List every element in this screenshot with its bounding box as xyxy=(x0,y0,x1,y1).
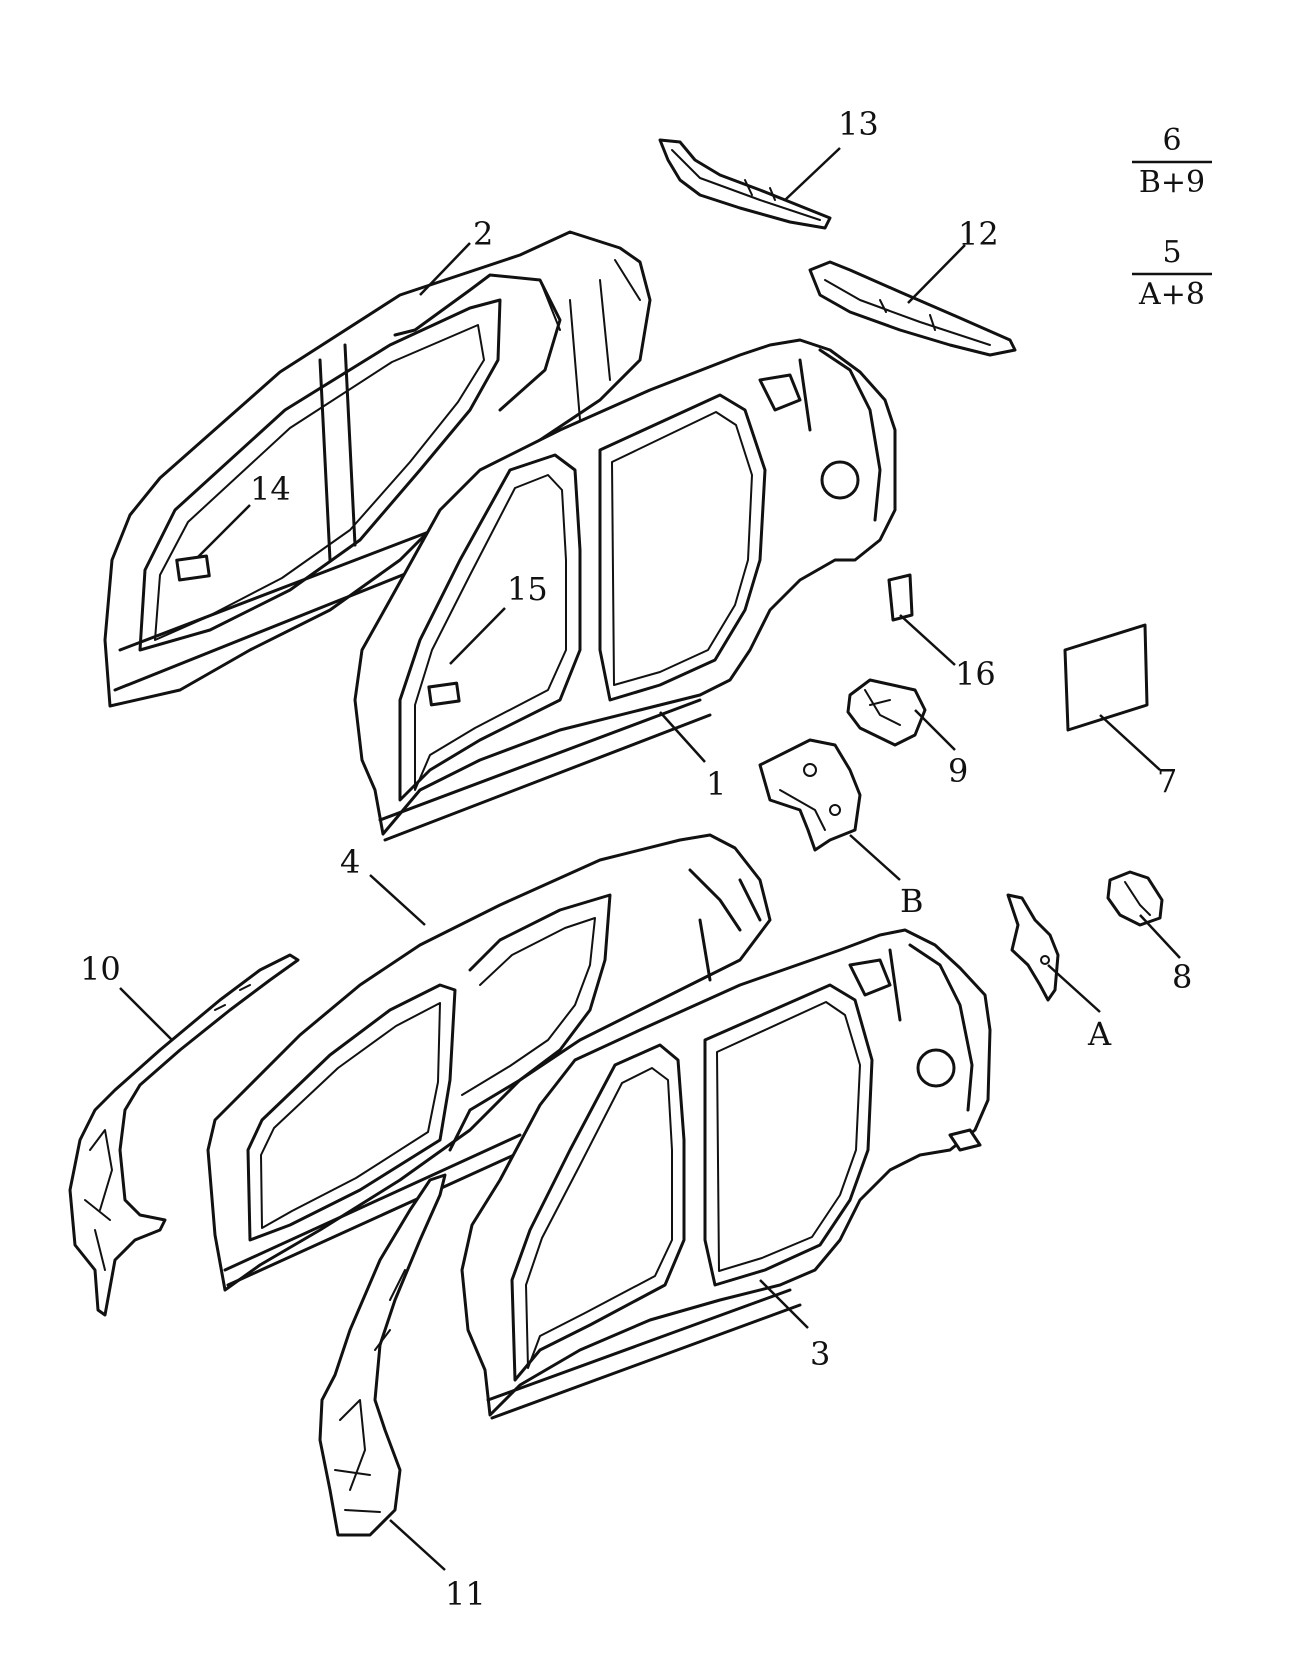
callout-B: B xyxy=(900,882,924,920)
callout-16: 16 xyxy=(955,655,996,693)
part-8-bracket xyxy=(1106,870,1164,927)
legend-6-number: 6 xyxy=(1162,123,1181,158)
part-1-outer-side-panel xyxy=(353,338,897,842)
callout-12: 12 xyxy=(958,215,999,253)
callout-14: 14 xyxy=(250,470,291,508)
callout-3: 3 xyxy=(810,1335,830,1373)
leader-A xyxy=(1047,964,1101,1013)
leader-lines xyxy=(119,147,1181,1571)
leader-3 xyxy=(759,1279,809,1329)
callout-10: 10 xyxy=(80,950,121,988)
part-11-pillar xyxy=(318,1173,447,1537)
assembly-legend: 6 B+9 5 A+8 xyxy=(1132,123,1212,312)
callout-9: 9 xyxy=(948,752,968,790)
leader-15 xyxy=(449,607,506,665)
leader-B xyxy=(849,834,901,881)
part-15-small-bracket xyxy=(427,681,461,707)
leader-9 xyxy=(914,709,956,751)
leader-13 xyxy=(784,147,841,201)
leader-4 xyxy=(369,874,426,926)
part-B-bracket xyxy=(758,738,862,852)
part-4-inner-side-panel xyxy=(206,833,772,1292)
part-12-rail xyxy=(808,260,1017,357)
legend-5-composition: A+8 xyxy=(1138,277,1205,312)
callout-7: 7 xyxy=(1157,762,1177,800)
callout-8: 8 xyxy=(1172,958,1192,996)
callout-13: 13 xyxy=(838,105,879,143)
part-13-rail xyxy=(658,138,832,230)
part-2-inner-side-panel xyxy=(103,230,652,708)
leader-2 xyxy=(419,242,471,296)
leader-11 xyxy=(389,1519,446,1571)
callout-2: 2 xyxy=(473,215,493,253)
part-10-pillar xyxy=(68,953,300,1317)
callout-A: A xyxy=(1087,1015,1112,1053)
callout-4: 4 xyxy=(340,843,360,881)
part-7-patch xyxy=(1063,623,1149,732)
callout-11: 11 xyxy=(445,1575,486,1613)
callout-15: 15 xyxy=(507,570,548,608)
part-16-patch xyxy=(887,573,914,622)
leader-8 xyxy=(1139,914,1181,959)
leader-14 xyxy=(197,504,251,558)
part-14-small-bracket xyxy=(175,554,211,582)
callout-1: 1 xyxy=(706,765,726,803)
leader-10 xyxy=(119,987,173,1041)
legend-item-6: 6 B+9 xyxy=(1132,123,1212,200)
legend-5-number: 5 xyxy=(1162,235,1181,270)
leader-7 xyxy=(1099,714,1161,771)
part-9-bracket xyxy=(846,678,927,747)
part-A-bracket xyxy=(1006,893,1060,1002)
part-3-outer-side-panel xyxy=(460,928,992,1420)
leader-16 xyxy=(899,614,956,666)
callout-labels: 2 13 12 14 15 1 16 9 7 B 4 A 8 10 3 11 xyxy=(80,105,1192,1613)
leader-12 xyxy=(907,244,966,304)
legend-item-5: 5 A+8 xyxy=(1132,235,1212,312)
legend-6-composition: B+9 xyxy=(1139,165,1205,200)
leader-1 xyxy=(659,711,706,763)
